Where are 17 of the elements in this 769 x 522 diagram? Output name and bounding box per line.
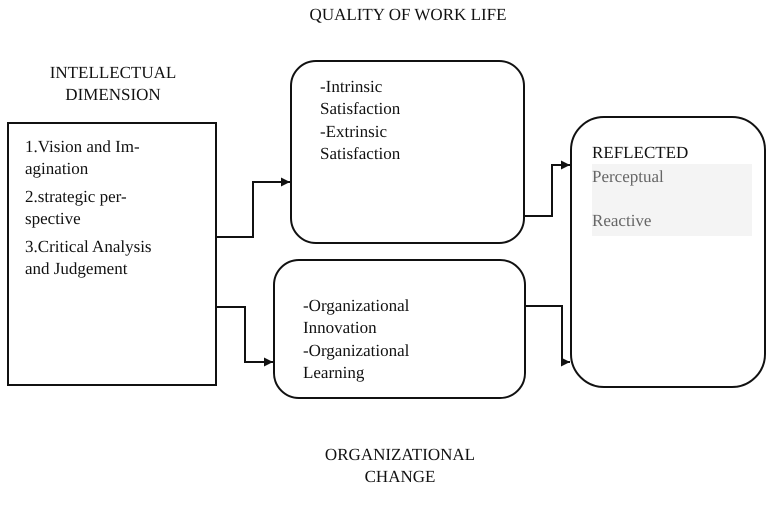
box-title: REFLECTED (592, 142, 688, 164)
list-item: 3.Critical Analysis and Judgement (25, 236, 153, 280)
list-item: -Organizational Learning (303, 340, 410, 384)
arrow (525, 160, 570, 217)
list-item: 2.strategic per- spective (25, 186, 128, 230)
arrow (526, 305, 570, 366)
list-item: -Organizational Innovation (303, 295, 410, 339)
list-item: Reactive (592, 210, 652, 232)
box-heading: INTELLECTUAL DIMENSION (48, 62, 178, 106)
list-item: 1.Vision and Im- agination (25, 136, 141, 180)
box-heading: QUALITY OF WORK LIFE (308, 4, 508, 26)
arrow (217, 178, 290, 238)
box-heading: ORGANIZATIONAL CHANGE (324, 444, 476, 488)
list-item: Perceptual (592, 166, 664, 188)
arrow (217, 306, 273, 366)
list-item: -Extrinsic Satisfaction (320, 121, 402, 165)
list-item: -Intrinsic Satisfaction (320, 76, 402, 120)
